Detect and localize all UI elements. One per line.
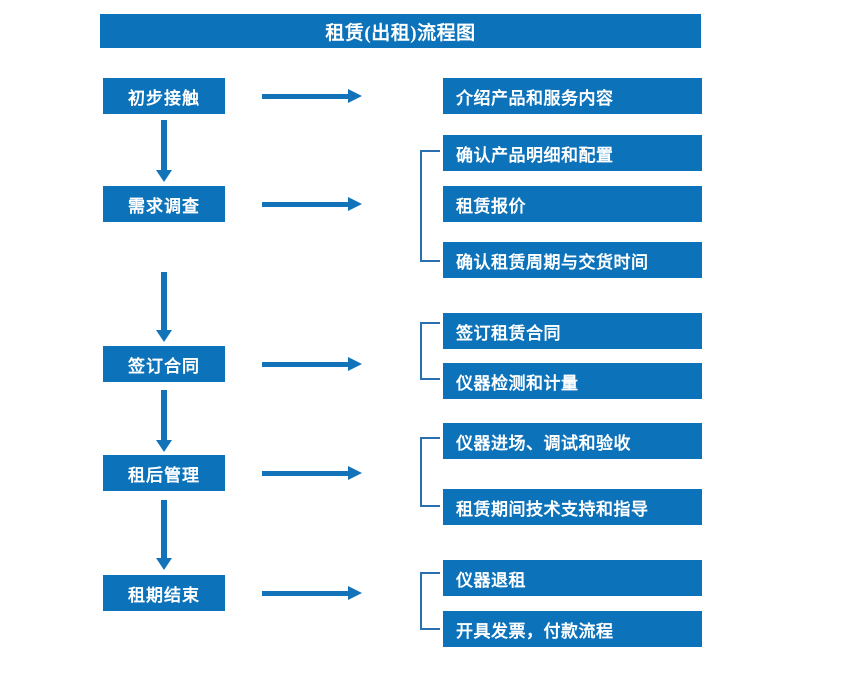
stage-box-2[interactable]: 需求调查	[103, 186, 225, 222]
arrow-shaft	[161, 272, 167, 330]
detail-box-4[interactable]: 确认租赁周期与交货时间	[443, 242, 702, 278]
arrow-head	[348, 586, 362, 600]
arrow-shaft	[262, 362, 350, 367]
arrow-down-1	[156, 120, 172, 182]
detail-box-7[interactable]: 仪器进场、调试和验收	[443, 423, 702, 459]
arrow-right-1	[262, 89, 362, 103]
arrow-head	[156, 170, 172, 182]
detail-box-8[interactable]: 租赁期间技术支持和指导	[443, 489, 702, 525]
detail-box-9[interactable]: 仪器退租	[443, 560, 702, 596]
arrow-shaft	[262, 471, 350, 476]
stage-box-3[interactable]: 签订合同	[103, 346, 225, 382]
arrow-head	[156, 330, 172, 342]
group-bracket-1	[420, 150, 440, 262]
arrow-head	[348, 89, 362, 103]
arrow-down-4	[156, 500, 172, 570]
detail-box-3[interactable]: 租赁报价	[443, 186, 702, 222]
arrow-down-3	[156, 390, 172, 452]
arrow-right-2	[262, 197, 362, 211]
arrow-head	[348, 357, 362, 371]
group-bracket-3	[420, 437, 440, 507]
arrow-right-4	[262, 466, 362, 480]
arrow-right-3	[262, 357, 362, 371]
arrow-shaft	[262, 94, 350, 99]
arrow-right-5	[262, 586, 362, 600]
detail-box-1[interactable]: 介绍产品和服务内容	[443, 78, 702, 114]
arrow-shaft	[161, 390, 167, 440]
stage-box-1[interactable]: 初步接触	[103, 78, 225, 114]
arrow-head	[156, 558, 172, 570]
detail-box-2[interactable]: 确认产品明细和配置	[443, 135, 702, 171]
detail-box-5[interactable]: 签订租赁合同	[443, 313, 702, 349]
group-bracket-4	[420, 572, 440, 630]
arrow-shaft	[262, 591, 350, 596]
diagram-title: 租赁(出租)流程图	[100, 14, 701, 48]
stage-box-5[interactable]: 租期结束	[103, 575, 225, 611]
detail-box-6[interactable]: 仪器检测和计量	[443, 363, 702, 399]
arrow-down-2	[156, 272, 172, 342]
arrow-shaft	[161, 500, 167, 558]
arrow-shaft	[161, 120, 167, 170]
arrow-head	[156, 440, 172, 452]
arrow-shaft	[262, 202, 350, 207]
detail-box-10[interactable]: 开具发票，付款流程	[443, 611, 702, 647]
arrow-head	[348, 466, 362, 480]
stage-box-4[interactable]: 租后管理	[103, 455, 225, 491]
group-bracket-2	[420, 322, 440, 380]
arrow-head	[348, 197, 362, 211]
